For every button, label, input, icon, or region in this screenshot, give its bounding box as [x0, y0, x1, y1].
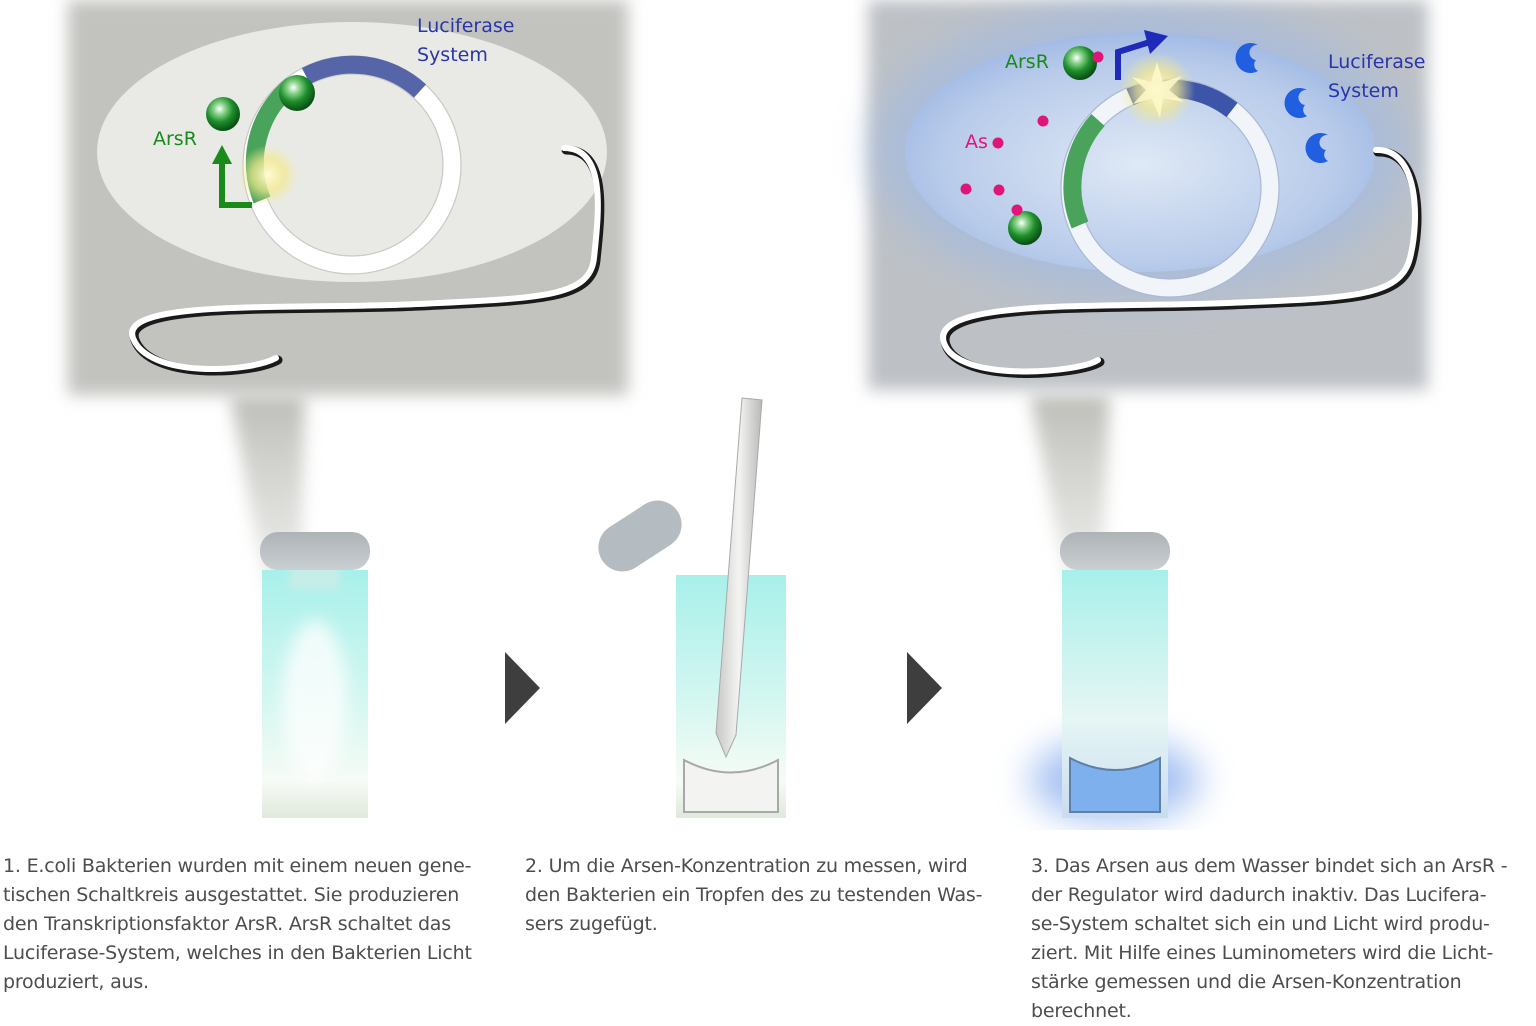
luciferase-protein [1305, 133, 1328, 163]
vial-2 [598, 397, 786, 818]
promoter-arrow [1115, 39, 1151, 80]
luciferase-label-line2: System [417, 44, 488, 66]
caption-line: sers zugefügt. [525, 913, 658, 935]
luciferase-proteins [1235, 43, 1328, 163]
luciferase-label-line1: Luciferase [1328, 51, 1425, 73]
arsr-label: ArsR [153, 128, 197, 150]
caption-line: den Bakterien ein Tropfen des zu testend… [525, 884, 983, 906]
diagram-canvas: ArsR Luciferase System [68, 0, 1428, 822]
caption-line: der Regulator wird dadurch inaktiv. Das … [1031, 884, 1487, 906]
luciferase-label-line2: System [1328, 80, 1399, 102]
caption-line: produziert, aus. [3, 971, 149, 993]
glowing-liquid [1069, 756, 1161, 813]
luciferase-gene-segment [301, 55, 427, 98]
arsr-label: ArsR [1005, 51, 1049, 73]
arsr-protein-bound [279, 75, 315, 111]
caption-step-2: 2. Um die Arsen-Konzentration zu messen,… [525, 852, 982, 939]
luciferase-protein [1235, 43, 1258, 73]
vial-cap [1060, 532, 1170, 570]
step-arrow [505, 652, 540, 724]
caption-line: Luciferase-System, welches in den Bakter… [3, 942, 472, 964]
caption-line: stärke gemessen und die Arsen-Konzentrat… [1031, 971, 1462, 993]
vial-1 [260, 532, 370, 818]
water-drop-level [683, 758, 779, 813]
caption-line: berechnet. [1031, 1000, 1132, 1022]
arsenic-dot [1037, 115, 1049, 127]
promoter-arrow [219, 160, 252, 208]
bacterium-cell [97, 22, 607, 282]
arsenic-dot [960, 183, 972, 195]
vial-3 [1030, 532, 1200, 822]
arsr-protein-arsenic-bound [1063, 46, 1097, 80]
arsr-gene-segment [1063, 113, 1105, 229]
caption-line: den Transkriptionsfaktor ArsR. ArsR scha… [3, 913, 451, 935]
arsenic-dot [993, 184, 1005, 196]
panel-bacterium-active: ArsR As Luciferase System [868, 0, 1428, 600]
caption-line: 3. Das Arsen aus dem Wasser bindet sich … [1031, 855, 1508, 877]
luciferase-protein [1284, 88, 1307, 118]
caption-line: 1. E.coli Bakterien wurden mit einem neu… [3, 855, 472, 877]
arsr-protein [206, 97, 240, 131]
luciferase-label-line1: Luciferase [417, 15, 514, 37]
promoter-glow [238, 145, 298, 205]
vial-cap-removed [598, 500, 682, 572]
caption-step-1: 1. E.coli Bakterien wurden mit einem neu… [3, 852, 472, 997]
vial-cap [260, 532, 370, 570]
caption-step-3: 3. Das Arsen aus dem Wasser bindet sich … [1031, 852, 1508, 1026]
caption-line: se-System schaltet sich ein und Licht wi… [1031, 913, 1490, 935]
caption-line: tischen Schaltkreis ausgestattet. Sie pr… [3, 884, 460, 906]
caption-line: ziert. Mit Hilfe eines Luminometers wird… [1031, 942, 1494, 964]
step-arrow [907, 652, 942, 724]
panel-bacterium-inactive: ArsR Luciferase System [68, 0, 628, 600]
arsenic-dot [992, 137, 1004, 149]
arsr-protein-arsenic-bound [1008, 211, 1042, 245]
pipette [715, 397, 763, 759]
caption-line: 2. Um die Arsen-Konzentration zu messen,… [525, 855, 968, 877]
arsenic-label: As [965, 131, 988, 153]
